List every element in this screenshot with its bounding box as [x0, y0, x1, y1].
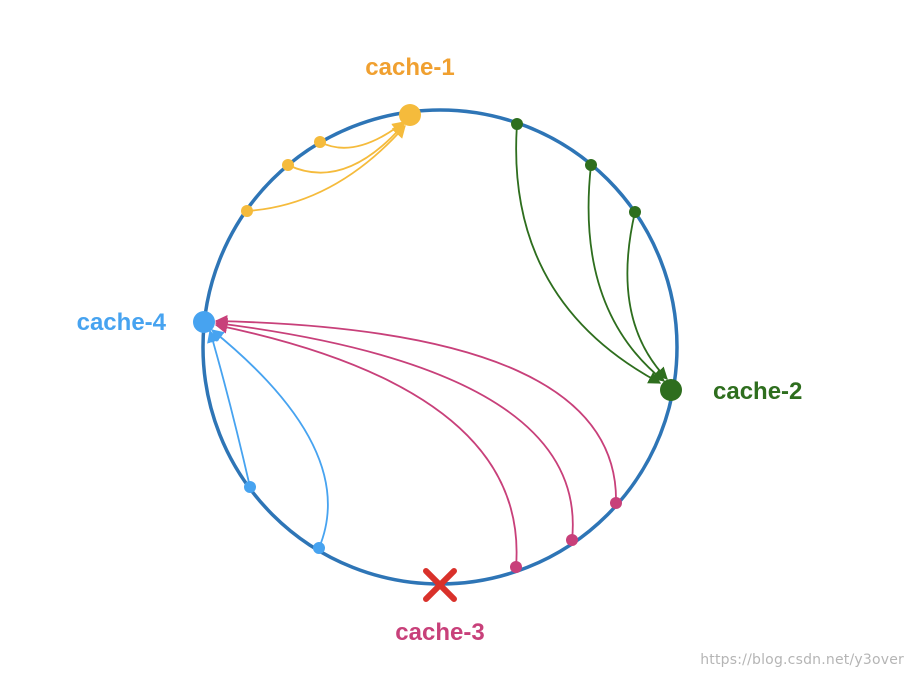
cache-1-label: cache-1	[365, 54, 454, 81]
key-point	[241, 205, 253, 217]
cache-4-node[interactable]	[193, 311, 215, 333]
cache-2-node[interactable]	[660, 379, 682, 401]
cache-2-label: cache-2	[713, 378, 802, 405]
mapping-arrow	[214, 321, 518, 568]
cache-1-node[interactable]	[399, 104, 421, 126]
mapping-arrow	[515, 123, 662, 384]
cache-4-mappings	[207, 329, 329, 549]
cache-3-label: cache-3	[395, 619, 484, 646]
key-point	[511, 118, 523, 130]
key-point	[566, 534, 578, 546]
mapping-arrow	[214, 314, 617, 504]
key-point	[313, 542, 325, 554]
key-point	[314, 136, 326, 148]
cache-1-mappings	[246, 121, 406, 212]
key-point	[610, 497, 622, 509]
key-point	[282, 159, 294, 171]
mapping-arrow	[211, 329, 329, 549]
mapping-arrow	[287, 123, 405, 174]
cache-4-label: cache-4	[77, 309, 167, 336]
key-point	[585, 159, 597, 171]
key-point	[510, 561, 522, 573]
watermark: https://blog.csdn.net/y3over	[700, 652, 904, 668]
cache-2-mappings	[515, 123, 668, 384]
mapping-arrow	[207, 329, 251, 488]
key-point	[629, 206, 641, 218]
mapping-arrow	[246, 125, 406, 212]
key-point	[244, 481, 256, 493]
red-x-icon	[423, 568, 457, 602]
mapping-arrow	[214, 318, 574, 541]
mapping-arrow	[587, 164, 665, 382]
mapping-arrow	[626, 211, 668, 380]
cache-3-remapped-keys	[214, 314, 617, 568]
